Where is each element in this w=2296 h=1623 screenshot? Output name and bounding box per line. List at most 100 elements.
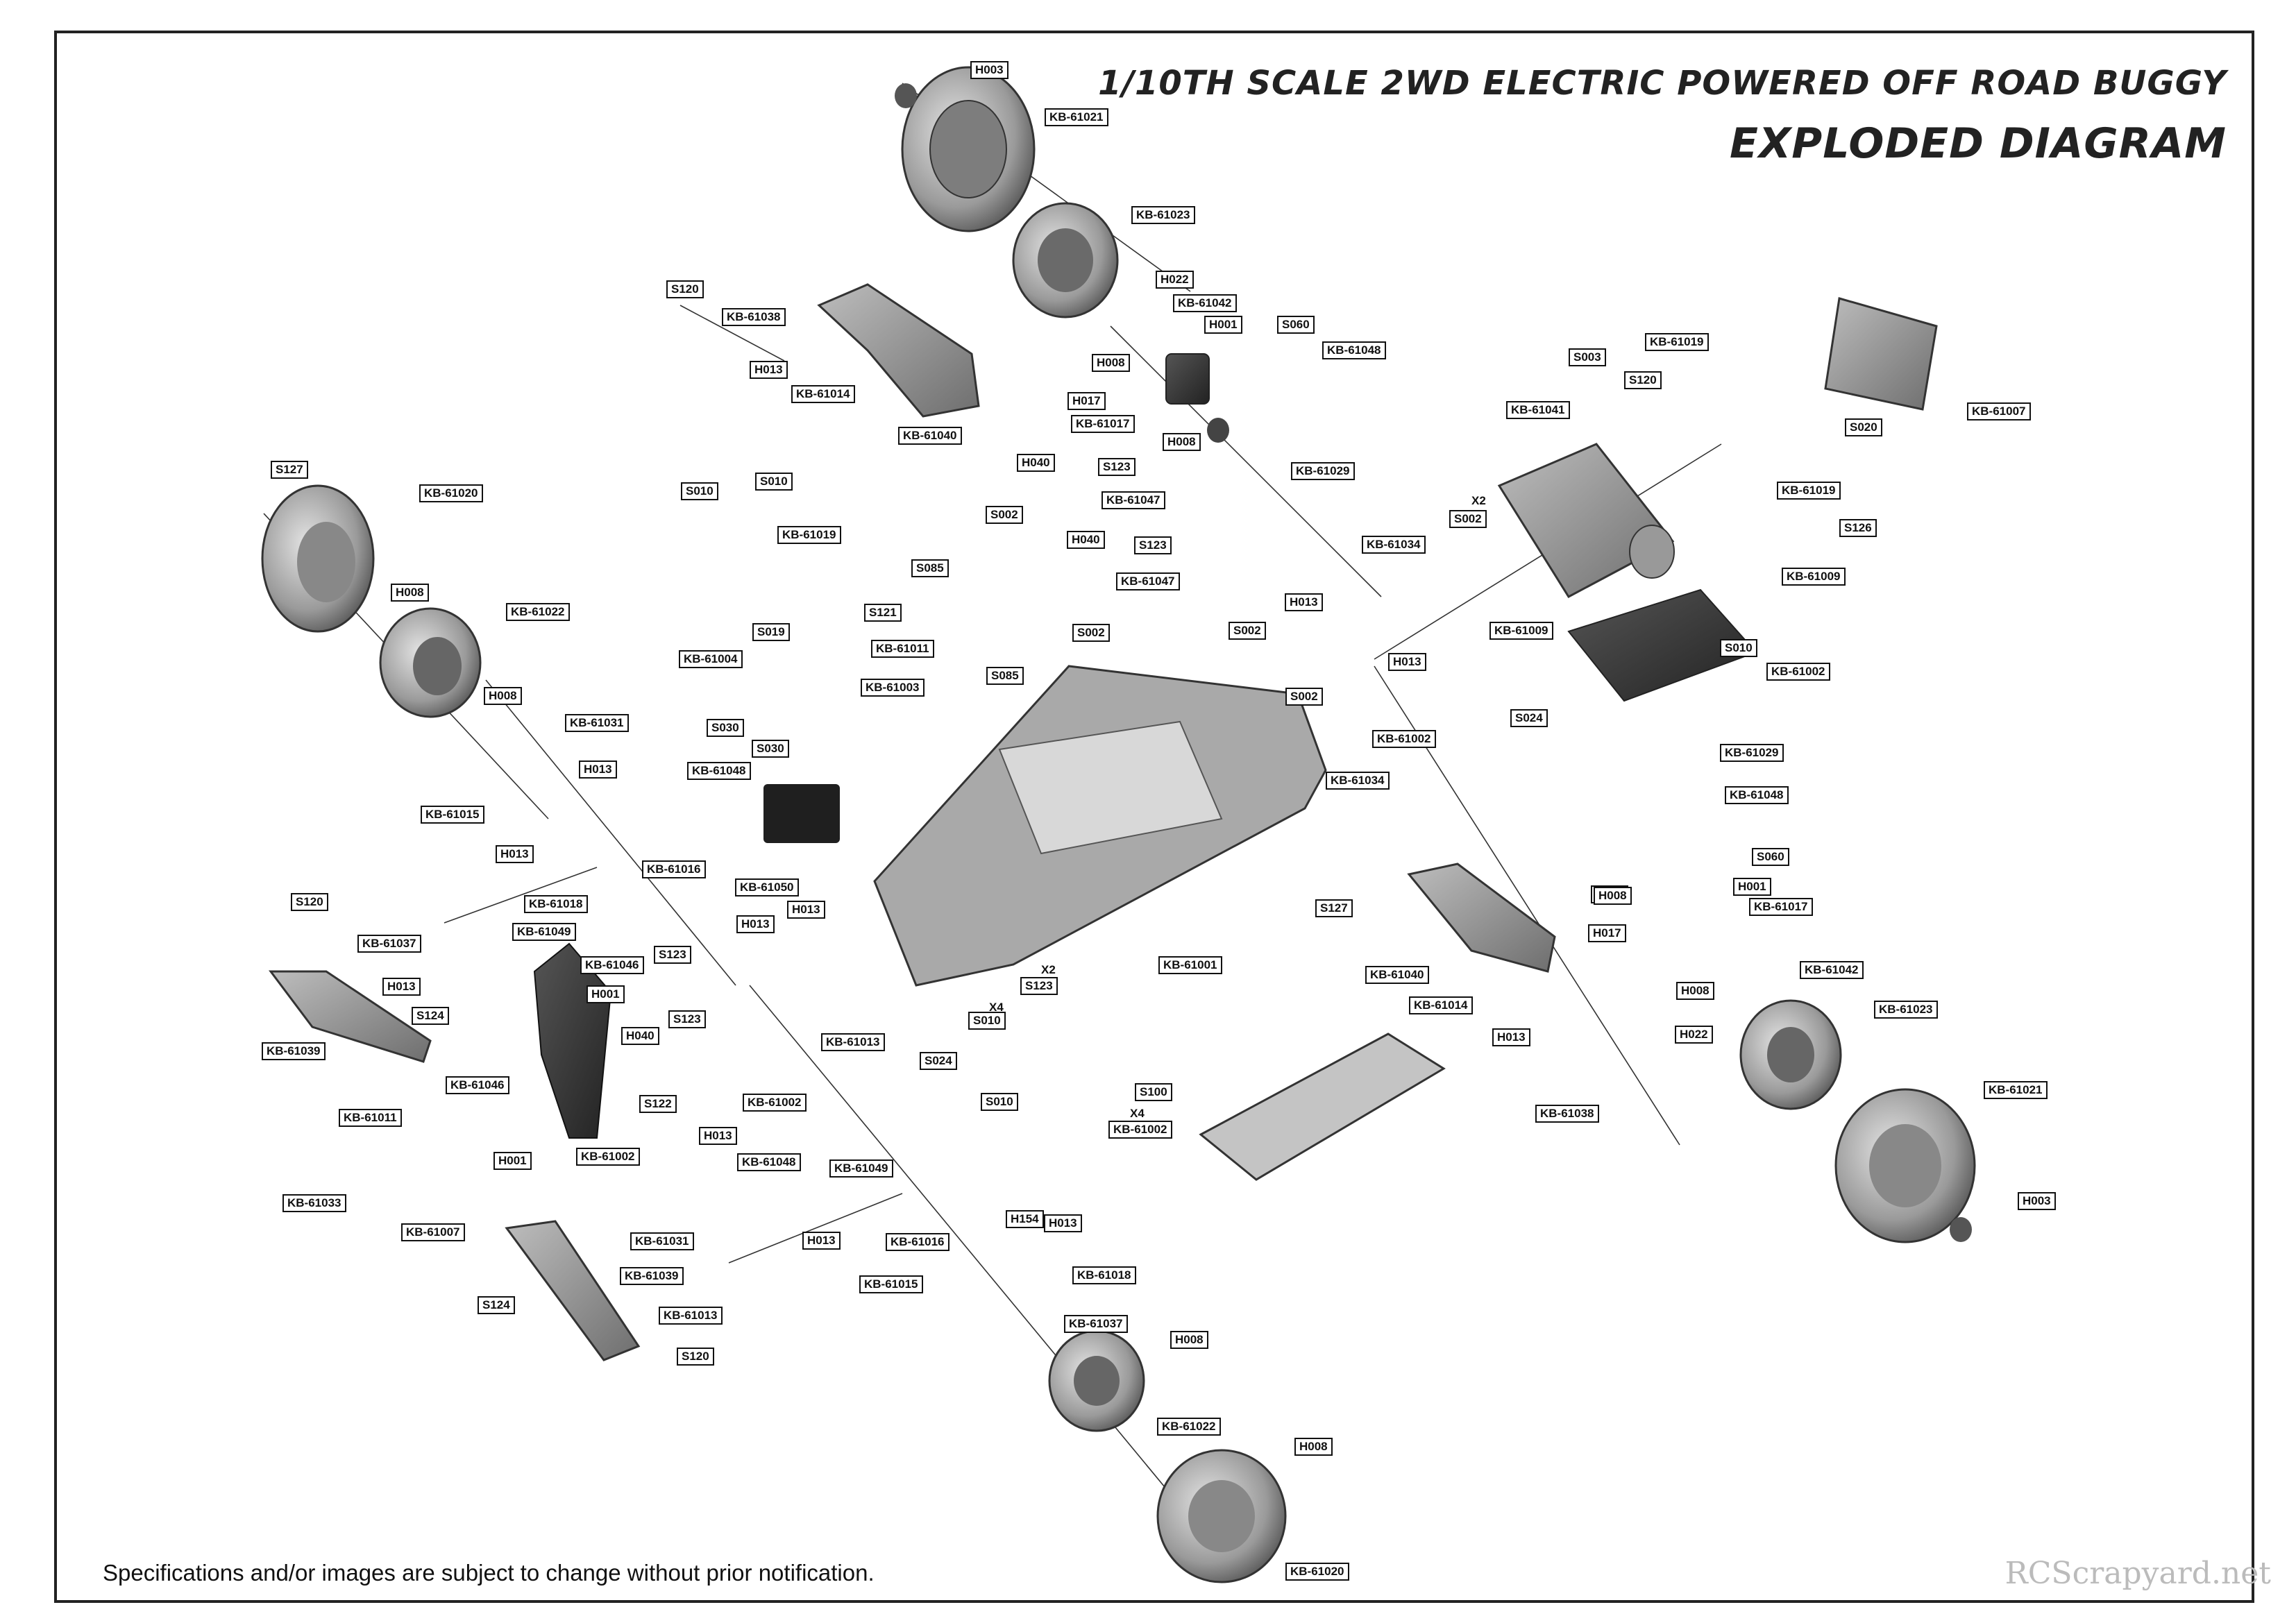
hub-carrier-top (1165, 353, 1229, 443)
part-number-label: KB-61047 (1101, 491, 1165, 509)
part-number-label: H013 (496, 845, 534, 863)
motor-gearbox (1497, 443, 1675, 598)
part-number-label: H001 (493, 1152, 532, 1170)
part-number-label: S002 (986, 506, 1023, 524)
part-number-label: KB-61038 (722, 308, 786, 326)
part-number-label: H013 (579, 760, 617, 779)
part-number-label: KB-61001 (1158, 956, 1222, 974)
part-number-label: H040 (1017, 454, 1055, 472)
part-number-label: H008 (391, 584, 429, 602)
part-number-label: KB-61004 (679, 650, 743, 668)
part-number-label: S123 (654, 946, 691, 964)
front-wheel-left (261, 484, 482, 718)
part-number-label: KB-61007 (1967, 402, 2031, 420)
part-number-label: H001 (586, 985, 625, 1003)
part-number-label: KB-61016 (886, 1233, 949, 1251)
part-number-label: KB-61020 (1285, 1563, 1349, 1581)
part-number-label: KB-61046 (580, 956, 644, 974)
part-number-label: KB-61049 (829, 1159, 893, 1178)
suspension-arm-right (1407, 863, 1556, 973)
part-number-label: H040 (1067, 531, 1105, 549)
part-number-label: S002 (1449, 510, 1487, 528)
part-number-label: KB-61019 (1777, 482, 1841, 500)
part-number-label: KB-61039 (262, 1042, 326, 1060)
part-number-label: KB-61034 (1362, 536, 1426, 554)
part-number-label: KB-61011 (871, 640, 934, 658)
part-number-label: KB-61047 (1116, 572, 1180, 590)
part-number-label: H013 (699, 1127, 737, 1145)
part-number-label: S024 (1510, 709, 1548, 727)
part-number-label: H008 (1676, 982, 1714, 1000)
part-number-label: H013 (1044, 1214, 1082, 1232)
part-number-label: H013 (382, 978, 421, 996)
footer-note: Specifications and/or images are subject… (103, 1560, 875, 1586)
part-number-label: KB-61003 (861, 679, 925, 697)
part-number-label: S120 (677, 1348, 714, 1366)
part-number-label: H017 (1588, 924, 1626, 942)
diagram-subtitle: EXPLODED DIAGRAM (1730, 119, 2227, 168)
part-number-label: H040 (621, 1027, 659, 1045)
part-number-label: H154 (1006, 1210, 1044, 1228)
part-number-label: KB-61002 (1372, 730, 1436, 748)
part-number-label: KB-61022 (1157, 1418, 1221, 1436)
part-number-label: H008 (1170, 1331, 1208, 1349)
part-number-label: S120 (291, 893, 328, 911)
part-number-label: KB-61015 (421, 806, 484, 824)
part-number-label: KB-61050 (735, 878, 799, 897)
part-number-label: H022 (1156, 271, 1194, 289)
quantity-label: X4 (989, 1001, 1004, 1014)
part-number-label: S010 (1720, 639, 1757, 657)
part-number-label: KB-61002 (1108, 1121, 1172, 1139)
leader-lines (263, 83, 1722, 1548)
part-number-label: S123 (1020, 977, 1058, 995)
part-number-label: KB-61009 (1782, 568, 1846, 586)
part-number-label: KB-61040 (1365, 966, 1429, 984)
part-number-label: KB-61037 (1064, 1315, 1128, 1333)
part-number-label: S030 (752, 740, 789, 758)
part-number-label: KB-61002 (576, 1148, 640, 1166)
rear-wheel-bottom (1739, 999, 1976, 1243)
part-number-label: KB-61042 (1800, 961, 1864, 979)
part-number-label: KB-61023 (1874, 1001, 1938, 1019)
part-number-label: KB-61019 (777, 526, 841, 544)
part-number-label: KB-61039 (620, 1267, 684, 1285)
suspension-arm-top (817, 283, 980, 418)
part-number-label: S085 (911, 559, 949, 577)
part-number-label: H017 (1067, 392, 1106, 410)
part-number-label: KB-61002 (743, 1094, 807, 1112)
part-number-label: KB-61023 (1131, 206, 1195, 224)
part-number-label: KB-61048 (687, 762, 751, 780)
part-number-label: S060 (1752, 848, 1789, 866)
part-number-label: KB-61048 (1725, 786, 1789, 804)
diagram-title: 1/10TH SCALE 2WD ELECTRIC POWERED OFF RO… (1098, 64, 2227, 103)
part-number-label: KB-61048 (1322, 341, 1386, 359)
part-number-label: KB-61017 (1749, 898, 1813, 916)
part-number-label: S124 (412, 1007, 449, 1025)
part-number-label: S030 (707, 719, 744, 737)
part-number-label: S120 (1624, 371, 1662, 389)
part-number-label: S020 (1845, 418, 1882, 436)
part-number-label: S002 (1072, 624, 1110, 642)
part-number-label: H022 (1675, 1026, 1713, 1044)
part-number-label: KB-61033 (282, 1194, 346, 1212)
part-number-label: KB-61019 (1645, 333, 1709, 351)
part-number-label: H008 (1294, 1438, 1333, 1456)
part-number-label: H013 (750, 361, 788, 379)
battery-tray (1199, 1033, 1446, 1181)
part-number-label: H003 (2018, 1192, 2056, 1210)
part-number-label: KB-61020 (419, 484, 483, 502)
part-number-label: KB-61046 (446, 1076, 509, 1094)
part-number-label: KB-61018 (524, 895, 588, 913)
part-number-label: KB-61041 (1506, 401, 1570, 419)
quantity-label: X2 (1041, 963, 1056, 976)
part-number-label: S010 (981, 1093, 1018, 1111)
part-number-label: S124 (478, 1296, 515, 1314)
part-number-label: KB-61029 (1291, 462, 1355, 480)
part-number-label: H001 (1204, 316, 1242, 334)
part-number-label: KB-61009 (1489, 622, 1553, 640)
part-number-label: KB-61013 (659, 1307, 723, 1325)
part-number-label: KB-61017 (1071, 415, 1135, 433)
part-number-label: H008 (1092, 354, 1130, 372)
part-number-label: KB-61022 (506, 603, 570, 621)
part-number-label: KB-61031 (565, 714, 629, 732)
